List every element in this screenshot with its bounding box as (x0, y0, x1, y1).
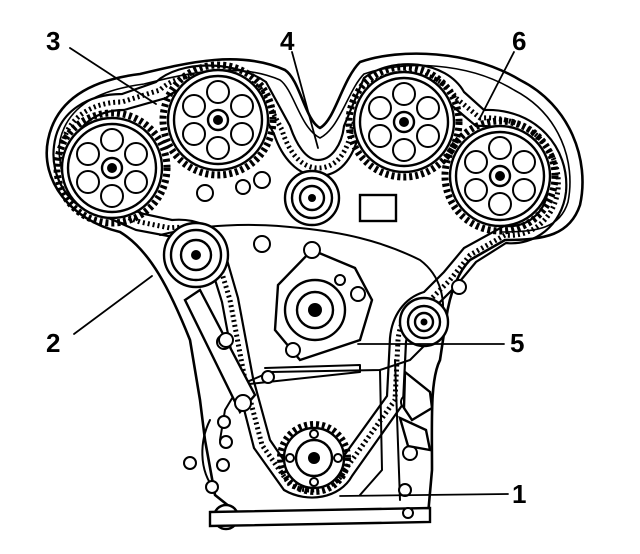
camshaft-sprocket-right-inner (345, 63, 463, 181)
callout-5: 5 (510, 328, 524, 358)
callout-4: 4 (280, 26, 295, 56)
leader-line-1 (339, 493, 509, 497)
crankshaft-sprocket (277, 421, 351, 495)
camshaft-sprocket-left-inner (159, 61, 277, 179)
lower-idler-pulley (398, 296, 450, 348)
leader-line-2 (73, 275, 153, 335)
timing-cover-outline (45, 52, 584, 517)
leader-line-6 (479, 51, 515, 119)
cover-plate (358, 193, 398, 223)
upper-idler-pulley (283, 169, 341, 227)
leader-line-3 (69, 47, 157, 105)
callout-1: 1 (512, 479, 526, 509)
oil-pan-rail (208, 506, 432, 528)
camshaft-sprocket-right-outer (441, 117, 559, 235)
callout-3: 3 (46, 26, 60, 56)
callout-2: 2 (46, 328, 60, 358)
water-pump (273, 241, 374, 362)
callout-labels: 3 4 6 2 5 1 (46, 26, 526, 509)
engine-block-contour (159, 193, 444, 501)
right-bracket (398, 369, 434, 452)
camshaft-sprocket-left-outer (53, 109, 171, 227)
tensioner-arm (183, 288, 257, 415)
belt-tensioner-pulley (162, 221, 230, 289)
callout-6: 6 (512, 26, 526, 56)
leader-lines (69, 47, 515, 497)
leader-line-4 (291, 51, 319, 149)
